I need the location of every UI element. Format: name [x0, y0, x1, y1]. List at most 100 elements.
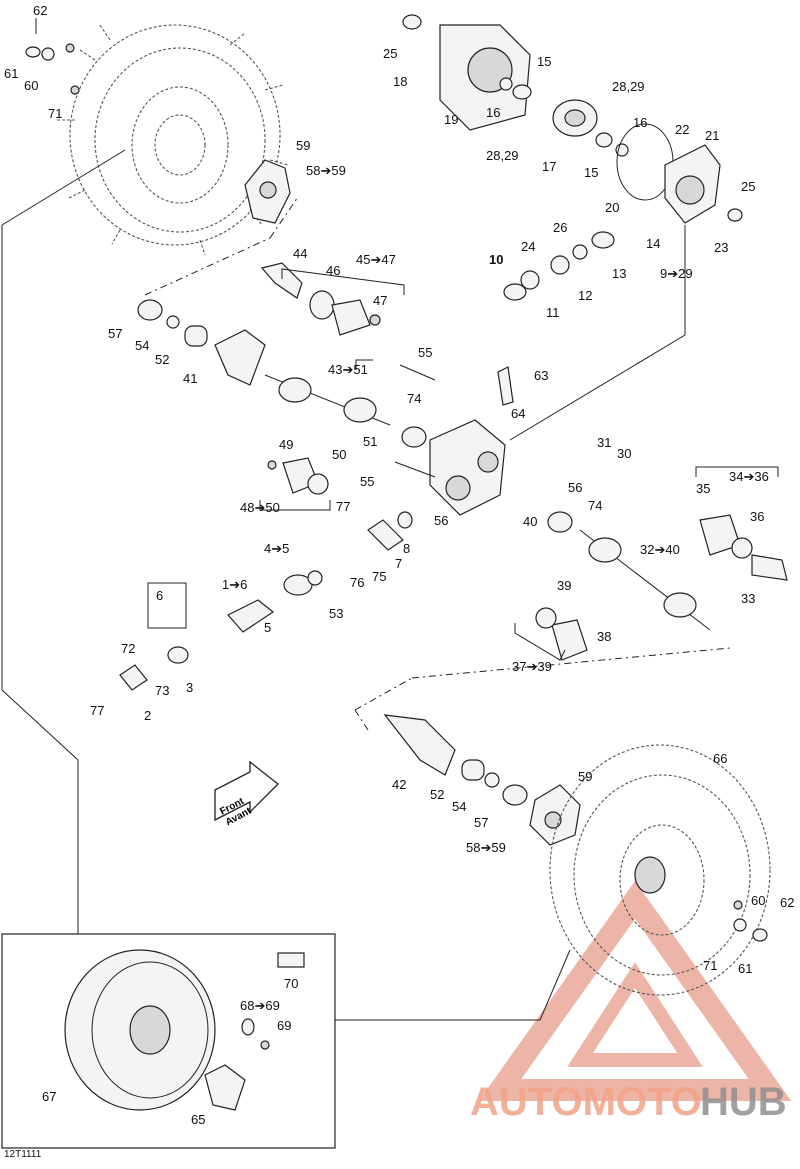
label-40: 40 — [523, 514, 537, 529]
label-18: 18 — [393, 74, 407, 89]
label-5: 5 — [264, 620, 271, 635]
label-59a: 59 — [296, 138, 310, 153]
label-12: 12 — [578, 288, 592, 303]
label-54a: 54 — [135, 338, 149, 353]
rear-left-tire — [57, 24, 289, 256]
label-15b: 15 — [584, 165, 598, 180]
label-57a: 57 — [108, 326, 122, 341]
label-42: 42 — [392, 777, 406, 792]
watermark-part1: AUTOMOTO — [470, 1080, 702, 1124]
watermark-text: AUTOMOTO HUB — [470, 1080, 787, 1124]
label-46: 46 — [326, 263, 340, 278]
label-25a: 25 — [383, 46, 397, 61]
label-56a: 56 — [568, 480, 582, 495]
front-right-hub-flange — [529, 784, 581, 846]
label-14: 14 — [646, 236, 660, 251]
front-differential — [394, 364, 514, 516]
label-22: 22 — [675, 122, 689, 137]
label-53: 53 — [329, 606, 343, 621]
label-60b: 60 — [751, 893, 765, 908]
left-axle-upper-parts — [137, 262, 381, 386]
label-51: 51 — [363, 434, 377, 449]
label-44: 44 — [293, 246, 307, 261]
ring-gear-assembly — [499, 77, 674, 201]
label-65: 65 — [191, 1112, 205, 1127]
label-16a: 16 — [486, 105, 500, 120]
front-direction-badge — [214, 760, 279, 822]
rear-left-hub-flange — [244, 159, 291, 224]
label-59b: 59 — [578, 769, 592, 784]
label-74b: 74 — [588, 498, 602, 513]
label-77a: 77 — [336, 499, 350, 514]
label-30: 30 — [617, 446, 631, 461]
label-55b: 55 — [360, 474, 374, 489]
label-76: 76 — [350, 575, 364, 590]
label-63: 63 — [534, 368, 548, 383]
right-boot-kit-lower — [535, 607, 588, 661]
label-41: 41 — [183, 371, 197, 386]
label-28-29b: 28,29 — [486, 148, 519, 163]
label-33: 33 — [741, 591, 755, 606]
label-68-69: 68➔69 — [240, 998, 280, 1013]
label-39: 39 — [557, 578, 571, 593]
label-25b: 25 — [741, 179, 755, 194]
label-1-6: 1➔6 — [222, 577, 247, 592]
label-49: 49 — [279, 437, 293, 452]
right-drive-shaft — [547, 511, 711, 631]
label-75: 75 — [372, 569, 386, 584]
label-66: 66 — [713, 751, 727, 766]
front-right-tire — [549, 744, 771, 996]
label-36: 36 — [750, 509, 764, 524]
label-69: 69 — [277, 1018, 291, 1033]
pinion-gear-stack — [503, 231, 615, 301]
label-16b: 16 — [633, 115, 647, 130]
left-drive-shaft — [264, 374, 391, 426]
front-gearcase-cover — [402, 14, 531, 131]
label-23: 23 — [714, 240, 728, 255]
label-58-59b: 58➔59 — [466, 840, 506, 855]
label-8: 8 — [403, 541, 410, 556]
label-45-47: 45➔47 — [356, 252, 396, 267]
label-72: 72 — [121, 641, 135, 656]
label-47: 47 — [373, 293, 387, 308]
label-64: 64 — [511, 406, 525, 421]
callout-labels: 62 61 60 71 59 58➔59 25 18 19 16 15 28,2… — [4, 3, 794, 1127]
label-10: 10 — [489, 252, 503, 267]
label-43-51: 43➔51 — [328, 362, 368, 377]
label-54b: 54 — [452, 799, 466, 814]
label-73: 73 — [155, 683, 169, 698]
label-52b: 52 — [430, 787, 444, 802]
label-50: 50 — [332, 447, 346, 462]
label-31: 31 — [597, 435, 611, 450]
label-11: 11 — [546, 305, 560, 320]
label-28-29a: 28,29 — [612, 79, 645, 94]
label-61a: 61 — [4, 66, 18, 81]
label-17: 17 — [542, 159, 556, 174]
label-70: 70 — [284, 976, 298, 991]
label-21: 21 — [705, 128, 719, 143]
label-6: 6 — [156, 588, 163, 603]
wheel-inset-box — [1, 933, 336, 1149]
label-24: 24 — [521, 239, 535, 254]
leader-lines — [1, 149, 779, 1021]
label-52a: 52 — [155, 352, 169, 367]
label-32-40: 32➔40 — [640, 542, 680, 557]
label-35: 35 — [696, 481, 710, 496]
label-60a: 60 — [24, 78, 38, 93]
label-57b: 57 — [474, 815, 488, 830]
label-2: 2 — [144, 708, 151, 723]
front-right-knuckle — [383, 714, 528, 806]
label-61b: 61 — [738, 961, 752, 976]
label-62a: 62 — [33, 3, 47, 18]
label-38: 38 — [597, 629, 611, 644]
front-right-nut-stack — [733, 900, 768, 942]
label-34-36: 34➔36 — [729, 469, 769, 484]
label-74a: 74 — [407, 391, 421, 406]
label-13: 13 — [612, 266, 626, 281]
label-58-59a: 58➔59 — [306, 163, 346, 178]
label-7: 7 — [395, 556, 402, 571]
front-gearcase-housing — [664, 144, 743, 224]
label-3: 3 — [186, 680, 193, 695]
label-48-50: 48➔50 — [240, 500, 280, 515]
